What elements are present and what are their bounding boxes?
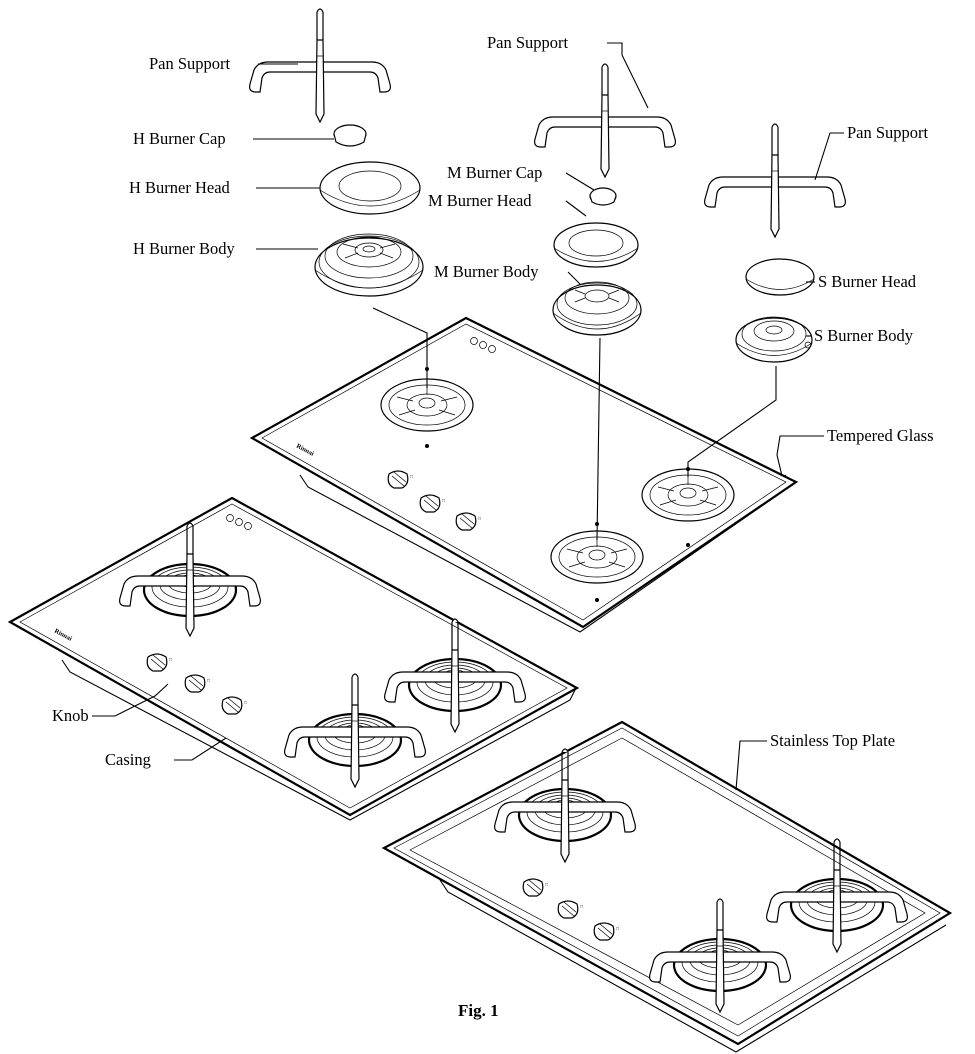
casing-cooktop: Rinnai	[7, 496, 580, 821]
m-burner-head-icon	[553, 222, 639, 268]
pan-support-s-icon	[703, 123, 847, 238]
casing-label: Casing	[105, 750, 151, 769]
m-burner-assembly	[533, 63, 677, 336]
pan-support-m-label: Pan Support	[487, 33, 569, 52]
stainless-top-plate-cooktop	[381, 720, 953, 1053]
h-burner-head-label: H Burner Head	[129, 178, 231, 197]
pan-support-m-icon	[533, 63, 677, 178]
pan-support-h-label: Pan Support	[149, 54, 231, 73]
s-burner-head-icon	[745, 258, 815, 296]
tempered-glass-label: Tempered Glass	[827, 426, 934, 445]
s-burner-body-label: S Burner Body	[814, 326, 914, 345]
m-burner-body-icon	[552, 281, 642, 336]
figure-caption: Fig. 1	[458, 1001, 499, 1020]
h-burner-head-icon	[319, 161, 421, 215]
pan-support-s-label: Pan Support	[847, 123, 929, 142]
callout-labels: Pan Support Pan Support Pan Support H Bu…	[52, 33, 934, 1020]
stainless-top-plate-label: Stainless Top Plate	[770, 731, 895, 750]
knob-label: Knob	[52, 706, 89, 725]
h-burner-body-label: H Burner Body	[133, 239, 235, 258]
s-burner-body-icon	[735, 316, 813, 363]
leader-lines	[92, 42, 844, 791]
pan-support-h-icon	[249, 8, 391, 123]
casing-indicator-icons	[226, 514, 252, 530]
m-burner-head-label: M Burner Head	[428, 191, 532, 210]
cooktop-indicator-icons	[470, 337, 496, 353]
h-burner-assembly	[249, 8, 424, 297]
assembly-guide-lines	[372, 307, 777, 541]
m-burner-body-label: M Burner Body	[434, 262, 539, 281]
s-burner-assembly	[703, 123, 847, 363]
m-burner-cap-label: M Burner Cap	[447, 163, 542, 182]
h-burner-cap-label: H Burner Cap	[133, 129, 226, 148]
h-burner-body-icon	[314, 233, 424, 297]
tempered-glass-cooktop: Rinnai	[249, 316, 799, 633]
s-burner-head-label: S Burner Head	[818, 272, 917, 291]
